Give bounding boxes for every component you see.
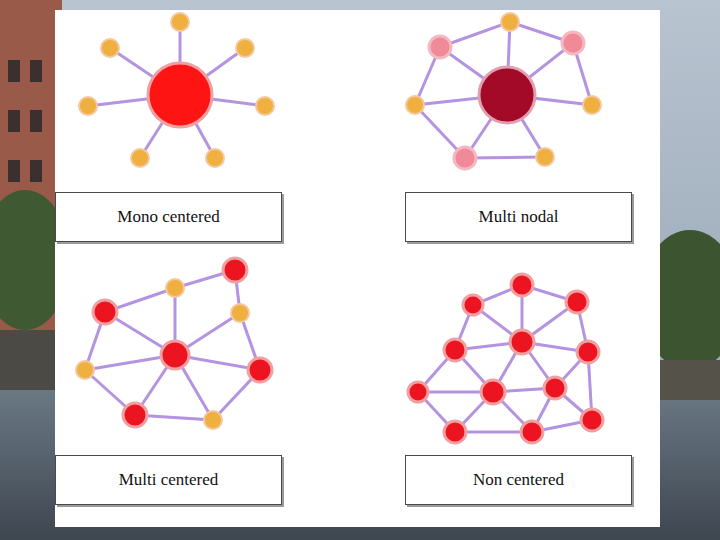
- non-centered-network-part: [511, 274, 533, 296]
- multi-centered-network-part: [248, 358, 272, 382]
- mono-centered-network-part: [206, 149, 224, 167]
- non-centered-network-part: [463, 295, 483, 315]
- multi-nodal-network-part: [583, 96, 601, 114]
- mono-centered-network-part: [79, 13, 274, 167]
- non-centered-network-part: [481, 380, 505, 404]
- mono-centered-network-part: [131, 149, 149, 167]
- background-photo-part: [30, 160, 42, 182]
- multi-nodal-network-part: [406, 96, 424, 114]
- background-photo-part: [8, 110, 20, 132]
- label-text: Non centered: [473, 470, 564, 490]
- multi-centered-network: [76, 258, 272, 429]
- label-box: Multi centered: [55, 455, 282, 505]
- label-box: Mono centered: [55, 192, 282, 242]
- label-box: Multi nodal: [405, 192, 632, 242]
- multi-nodal-network-part: [406, 13, 601, 166]
- mono-centered-network-part: [236, 39, 254, 57]
- multi-nodal-network-part: [454, 147, 476, 169]
- background-photo-part: [0, 330, 62, 390]
- non-centered-network-part: [408, 382, 428, 402]
- label-text: Multi centered: [119, 470, 219, 490]
- background-photo-part: [30, 60, 42, 82]
- mono-centered-network: [79, 13, 274, 167]
- non-centered-network-part: [544, 377, 566, 399]
- multi-centered-network-part: [123, 403, 147, 427]
- non-centered-network-part: [521, 421, 543, 443]
- background-photo-part: [8, 160, 20, 182]
- mono-centered-network-part: [171, 13, 189, 31]
- multi-nodal-network-part: [479, 67, 535, 123]
- multi-centered-network-part: [166, 279, 184, 297]
- multi-nodal-network-part: [501, 13, 519, 31]
- multi-nodal-network-part: [562, 32, 584, 54]
- multi-nodal-network-part: [536, 148, 554, 166]
- non-centered-network-part: [444, 421, 466, 443]
- mono-centered-network-part: [256, 97, 274, 115]
- mono-centered-network-part: [101, 39, 119, 57]
- white-panel: [55, 10, 660, 527]
- background-photo-part: [30, 110, 42, 132]
- multi-nodal-network-part: [429, 32, 584, 169]
- non-centered-network-part: [577, 341, 599, 363]
- multi-nodal-network-part: [429, 36, 451, 58]
- multi-centered-network-part: [161, 341, 189, 369]
- non-centered-network-part: [408, 274, 603, 443]
- mono-centered-network-part: [79, 97, 97, 115]
- mono-centered-network-part: [148, 63, 212, 127]
- label-box: Non centered: [405, 455, 632, 505]
- label-text: Mono centered: [117, 207, 219, 227]
- non-centered-network: [408, 274, 603, 443]
- non-centered-network-part: [510, 330, 534, 354]
- non-centered-network-part: [581, 409, 603, 431]
- multi-centered-network-part: [93, 258, 272, 427]
- multi-centered-network-part: [204, 411, 222, 429]
- multi-centered-network-part: [76, 361, 94, 379]
- multi-centered-network-part: [223, 258, 247, 282]
- multi-nodal-network: [406, 13, 601, 169]
- non-centered-network-part: [444, 339, 466, 361]
- multi-centered-network-part: [231, 304, 249, 322]
- label-text: Multi nodal: [479, 207, 559, 227]
- multi-centered-network-part: [76, 279, 249, 429]
- multi-centered-network-part: [93, 300, 117, 324]
- background-photo-part: [660, 360, 720, 400]
- non-centered-network-part: [566, 291, 588, 313]
- background-photo-part: [8, 60, 20, 82]
